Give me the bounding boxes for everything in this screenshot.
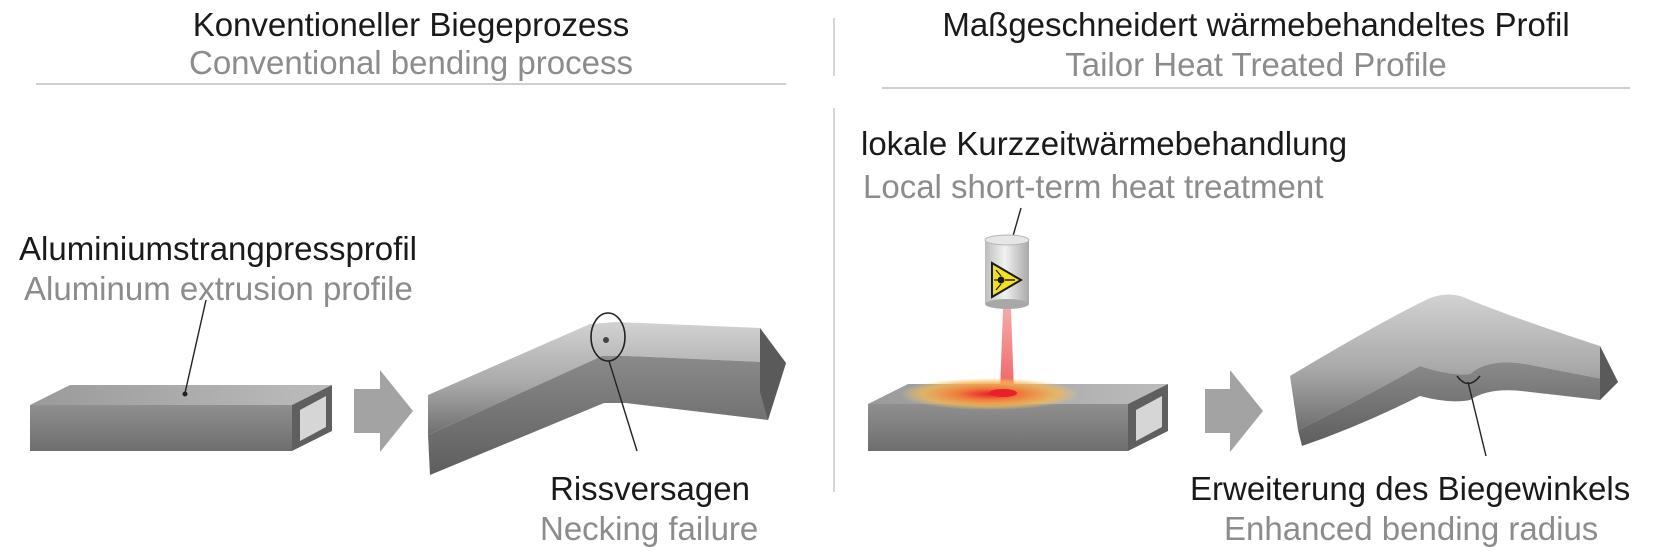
straight-profile-left	[30, 385, 332, 451]
laser-warning-icon	[991, 261, 1023, 299]
result-label-de: Erweiterung des Biegewinkels	[1190, 470, 1631, 507]
left-heading-en: Conventional bending process	[189, 44, 633, 81]
treatment-leader-line	[1012, 207, 1022, 237]
profile-label-en: Aluminum extrusion profile	[24, 270, 413, 307]
profile-label-de: Aluminiumstrangpressprofil	[19, 230, 417, 267]
left-heading-de: Konventioneller Biegeprozess	[192, 6, 630, 43]
crack-leader-line	[608, 360, 638, 452]
treatment-label-de: lokale Kurzzeitwärmebehandlung	[861, 125, 1348, 162]
laser-beam	[1000, 309, 1014, 392]
process-arrow-icon	[354, 370, 413, 452]
right-heading-en: Tailor Heat Treated Profile	[1065, 46, 1447, 83]
process-arrow-icon-right	[1205, 370, 1263, 452]
treatment-label-en: Local short-term heat treatment	[863, 168, 1324, 205]
result-leader-line	[1467, 381, 1487, 457]
bent-profile-right	[1290, 294, 1618, 446]
failure-label-de: Rissversagen	[550, 470, 750, 507]
failure-label-en: Necking failure	[540, 510, 759, 547]
straight-profile-right	[868, 378, 1168, 451]
result-label-en: Enhanced bending radius	[1224, 510, 1599, 547]
profile-leader-line	[184, 299, 207, 394]
crack-highlight-circle	[590, 312, 626, 362]
right-heading-de: Maßgeschneidert wärmebehandeltes Profil	[942, 6, 1570, 43]
bent-profile-left	[428, 322, 786, 475]
